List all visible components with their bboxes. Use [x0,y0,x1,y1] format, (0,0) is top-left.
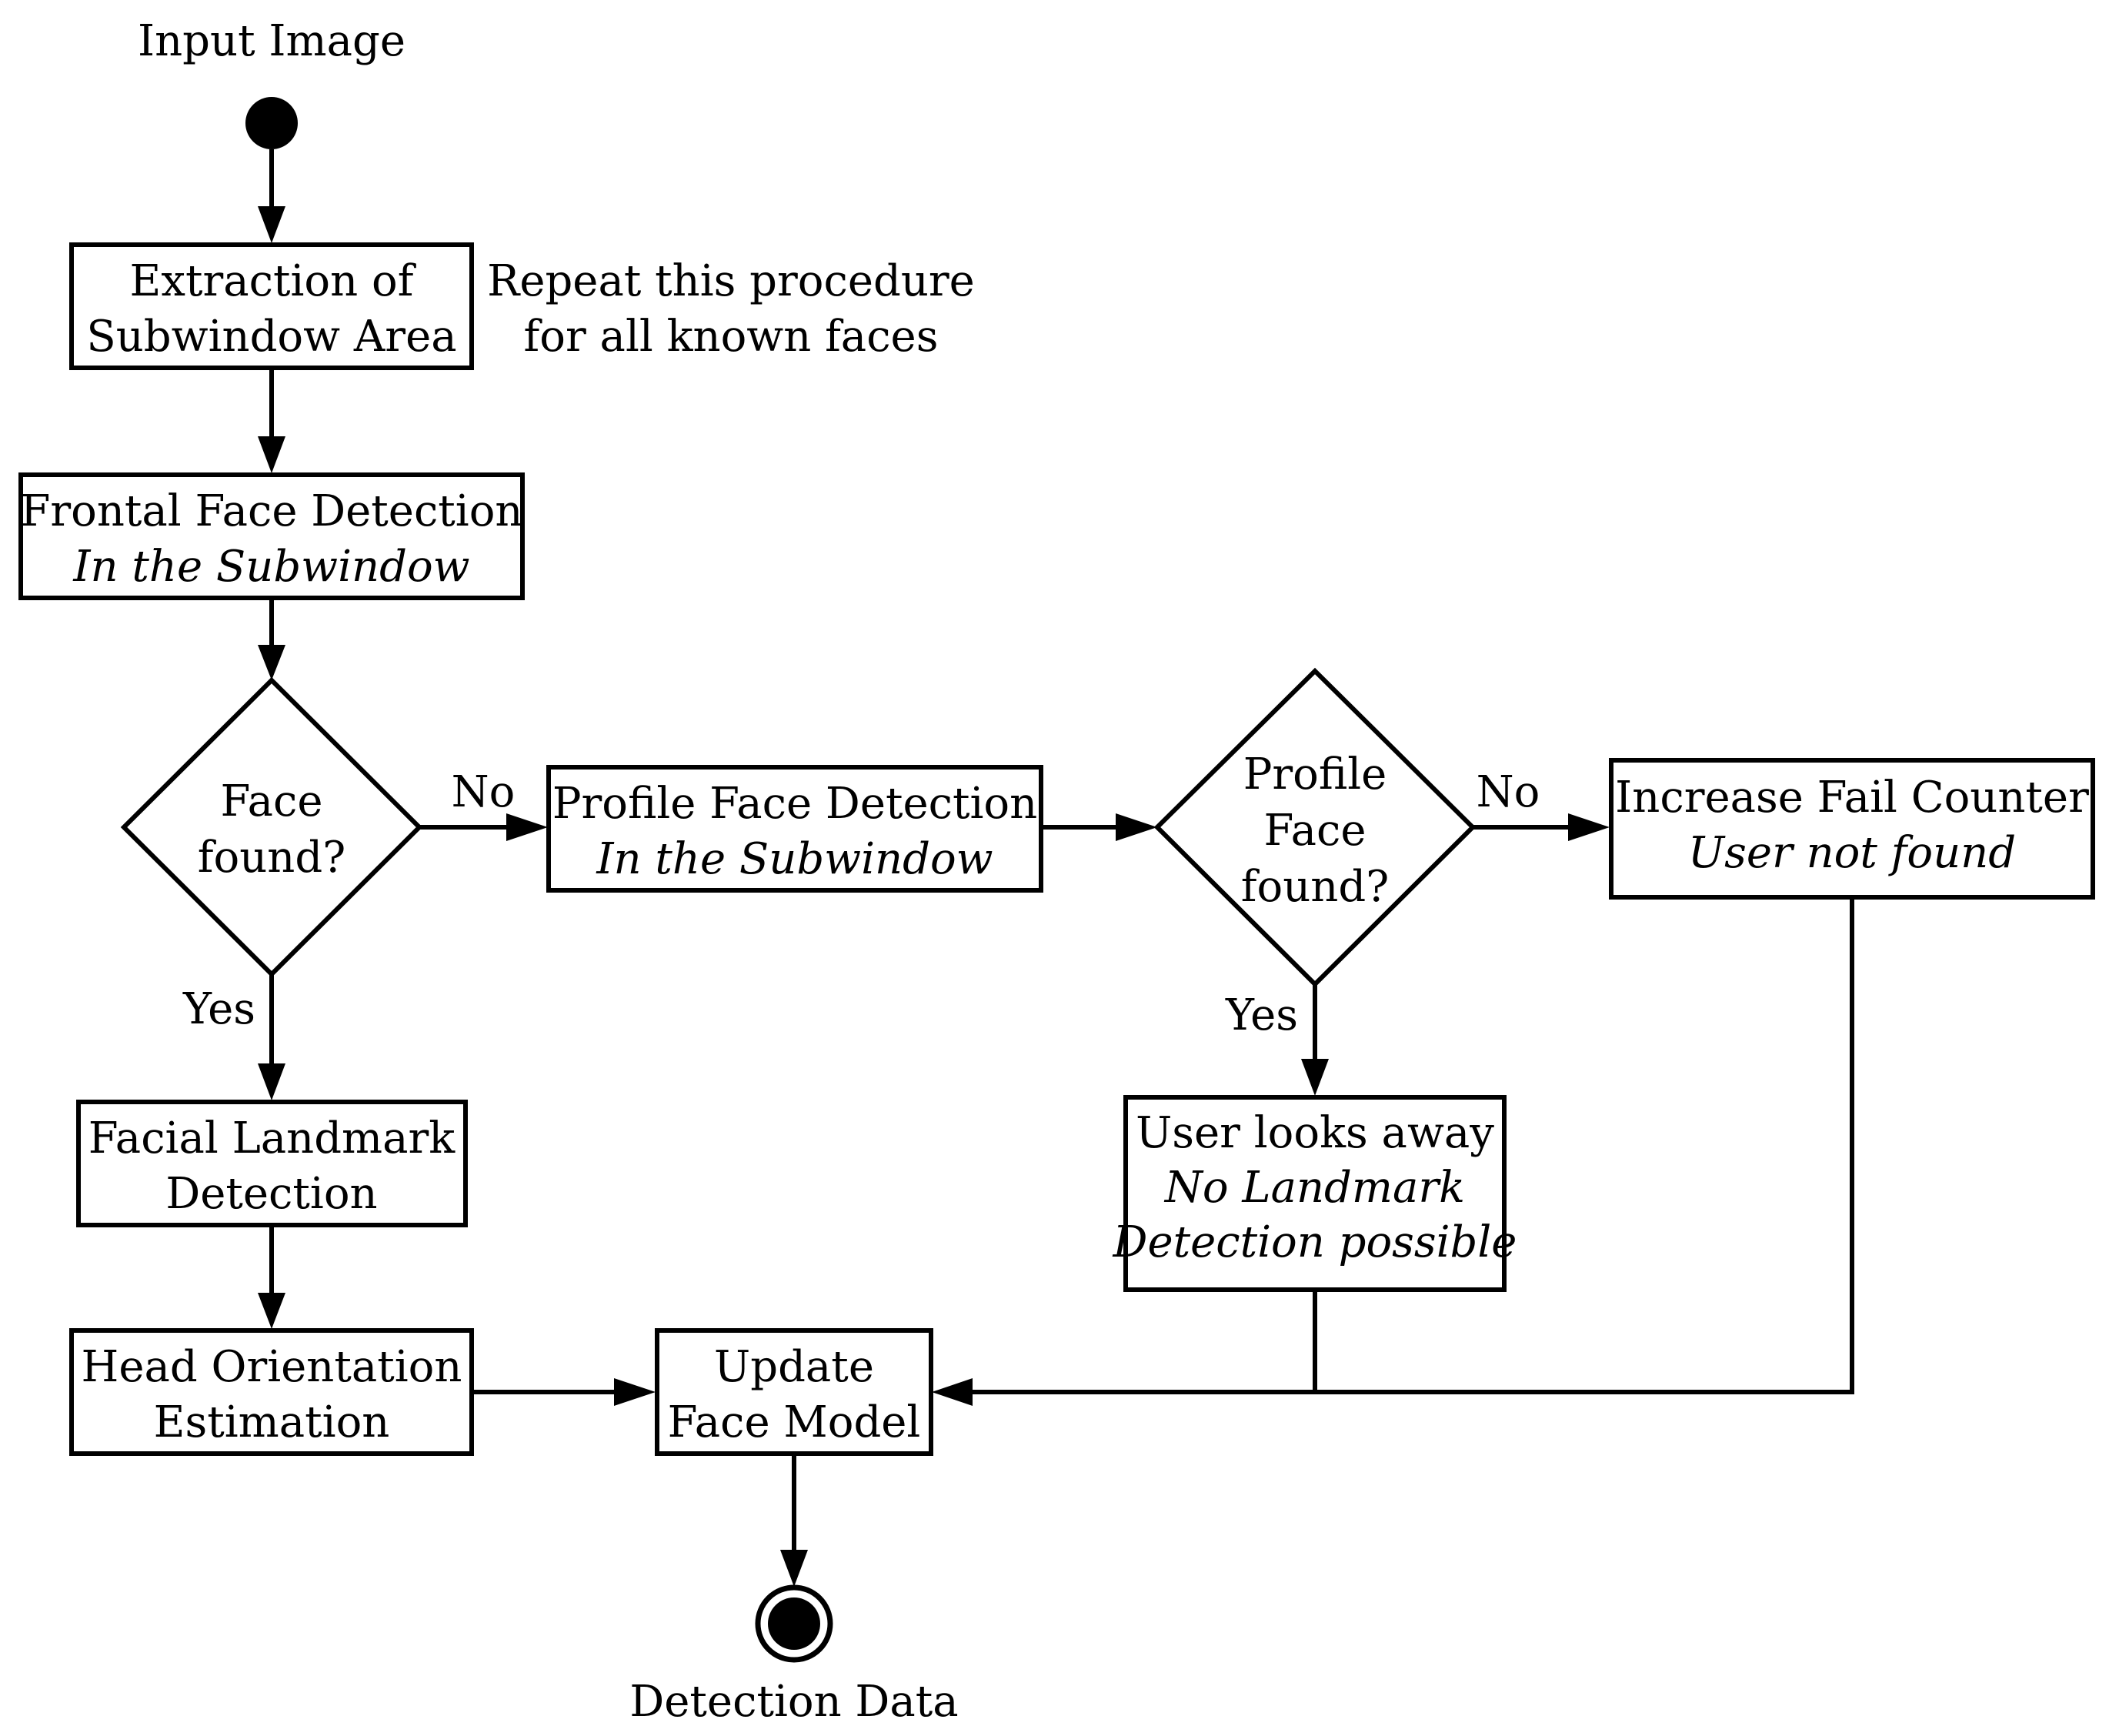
face-found-decision [120,676,423,978]
frontal-detection-subtitle: In the Subwindow [72,542,469,592]
head-orientation-line-1: Head Orientation [82,1342,462,1392]
face-yes-label: Yes [182,984,255,1034]
frontal-detection-box [18,472,525,600]
face-no-label: No [452,767,516,817]
fail-counter-title: Increase Fail Counter [1615,773,2089,823]
head-orientation-box [69,1328,474,1456]
update-line-1: Update [714,1342,874,1392]
profile-detection-subtitle: In the Subwindow [596,834,993,884]
face-found-line-1: Face [221,776,323,826]
update-line-2: Face Model [668,1397,921,1447]
profile-found-line-3: found? [1241,862,1389,912]
arrowhead [506,813,548,841]
looks-away-box [1123,1095,1507,1292]
head-orientation-line-2: Estimation [154,1397,390,1447]
profile-detection-title: Profile Face Detection [552,779,1037,829]
arrowhead [258,1063,285,1100]
repeat-note-line-2: for all known faces [524,312,939,362]
fail-counter-box [1609,758,2095,900]
arrowhead [258,206,285,243]
frontal-detection-title: Frontal Face Detection [21,486,523,536]
start-node [245,97,298,149]
profile-detection-box [546,765,1043,893]
arrowhead [258,1293,285,1329]
looks-away-subtitle-line-1: No Landmark [1163,1163,1465,1213]
profile-found-line-2: Face [1264,806,1367,856]
arrowhead [1568,813,1610,841]
arrowhead [1116,813,1157,841]
face-found-line-2: found? [198,833,345,883]
end-label: Detection Data [629,1677,958,1727]
update-face-model-box [655,1328,933,1456]
profile-yes-label: Yes [1225,990,1298,1040]
arrowhead [1301,1059,1329,1096]
edge-fail-to-update [972,897,1854,1394]
landmark-line-2: Detection [165,1169,377,1219]
looks-away-title: User looks away [1136,1108,1494,1158]
repeat-note-line-1: Repeat this procedure [487,256,975,306]
fail-counter-subtitle: User not found [1688,828,2016,878]
arrowhead [614,1378,656,1406]
profile-found-line-1: Profile [1243,749,1387,800]
extraction-label-line-1: Extraction of [130,256,417,306]
extraction-label-line-2: Subwindow Area [86,312,456,362]
start-label: Input Image [138,16,405,66]
profile-no-label: No [1477,767,1540,817]
landmark-line-1: Facial Landmark [88,1113,456,1163]
arrowhead [258,645,285,680]
arrowhead [932,1378,973,1406]
arrowhead [258,436,285,473]
looks-away-subtitle-line-2: Detection possible [1113,1217,1517,1267]
end-node [768,1597,820,1650]
arrowhead [780,1550,808,1587]
